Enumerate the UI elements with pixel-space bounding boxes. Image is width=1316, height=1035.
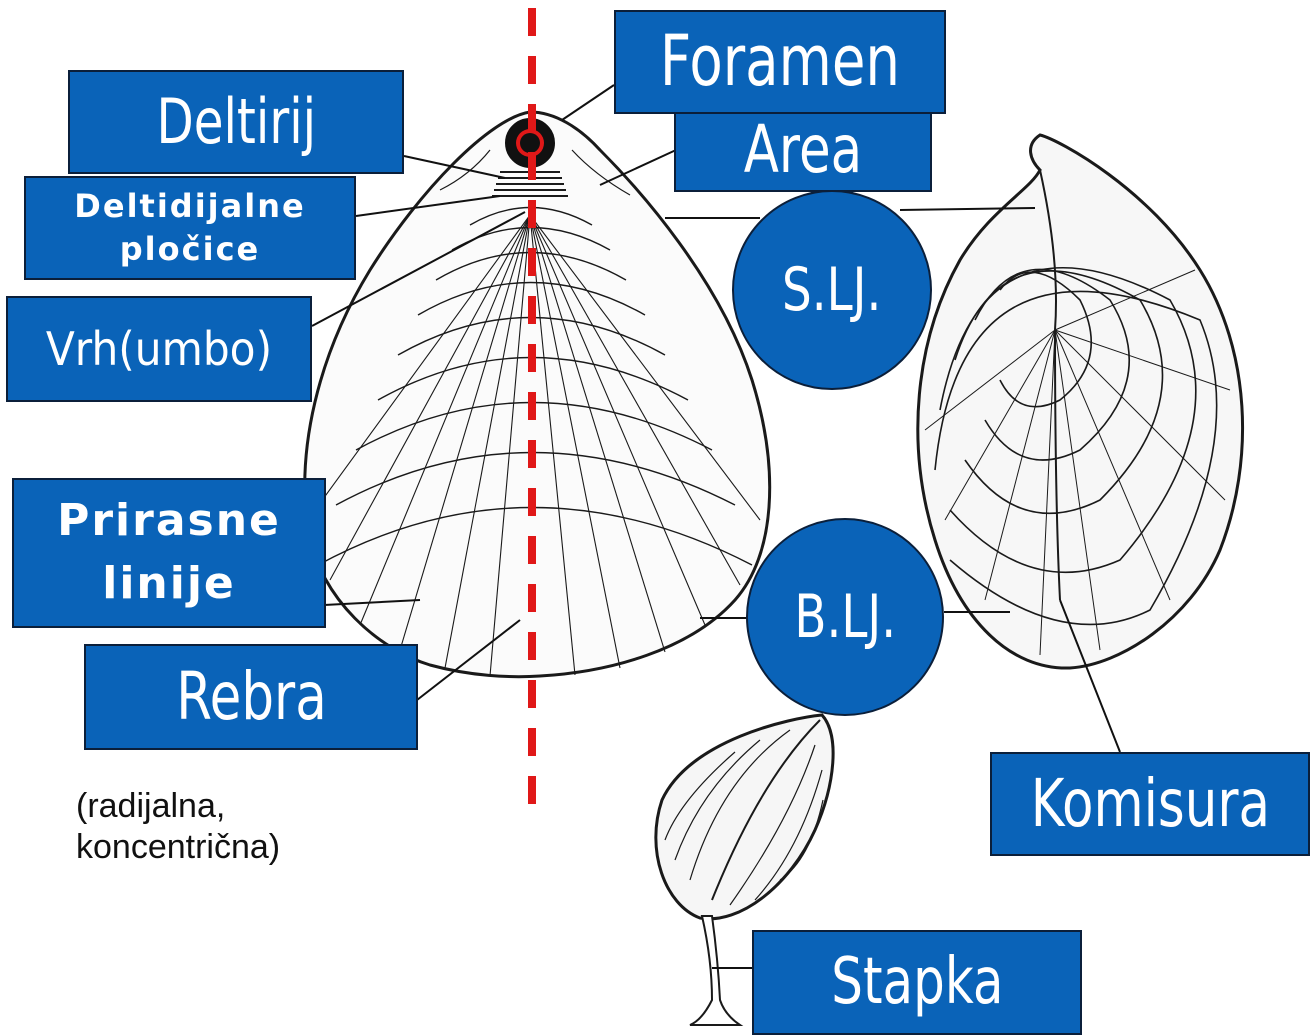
label-rebra-text: Rebra bbox=[176, 663, 327, 730]
side-shell-outline bbox=[918, 135, 1243, 668]
label-prirasne-line2: linije bbox=[102, 562, 236, 607]
leader-foramen bbox=[562, 85, 614, 120]
rebra-note: (radijalna, koncentrična) bbox=[76, 786, 280, 868]
label-area-text: Area bbox=[744, 116, 862, 183]
label-deltidijalne-plocice: Deltidijalne pločice bbox=[24, 176, 356, 280]
label-stapka: Stapka bbox=[752, 930, 1082, 1035]
label-deltirij-text: Deltirij bbox=[156, 90, 316, 153]
label-deltirij: Deltirij bbox=[68, 70, 404, 174]
label-sl-text: S.LJ. bbox=[782, 255, 881, 325]
label-bl-text: B.LJ. bbox=[794, 582, 896, 652]
label-foramen: Foramen bbox=[614, 10, 946, 114]
label-bl-circle: B.LJ. bbox=[746, 518, 944, 716]
shell-side-view bbox=[918, 135, 1243, 668]
label-deltidijalne-line1: Deltidijalne bbox=[74, 190, 305, 223]
shell-dorsal-view bbox=[305, 112, 770, 677]
label-komisura-text: Komisura bbox=[1030, 770, 1269, 837]
label-rebra: Rebra bbox=[84, 644, 418, 750]
label-vrh-umbo-text: Vrh(umbo) bbox=[46, 326, 272, 373]
label-prirasne-line1: Prirasne bbox=[57, 499, 281, 544]
label-foramen-text: Foramen bbox=[660, 26, 900, 97]
label-sl-circle: S.LJ. bbox=[732, 190, 932, 390]
label-deltidijalne-line2: pločice bbox=[120, 233, 260, 266]
label-prirasne-linije: Prirasne linije bbox=[12, 478, 326, 628]
rebra-note-line1: (radijalna, bbox=[76, 786, 280, 827]
pedicle bbox=[690, 916, 740, 1025]
label-area: Area bbox=[674, 112, 932, 192]
rebra-note-line2: koncentrična) bbox=[76, 827, 280, 868]
label-stapka-text: Stapka bbox=[831, 950, 1003, 1015]
label-komisura: Komisura bbox=[990, 752, 1310, 856]
label-vrh-umbo: Vrh(umbo) bbox=[6, 296, 312, 402]
